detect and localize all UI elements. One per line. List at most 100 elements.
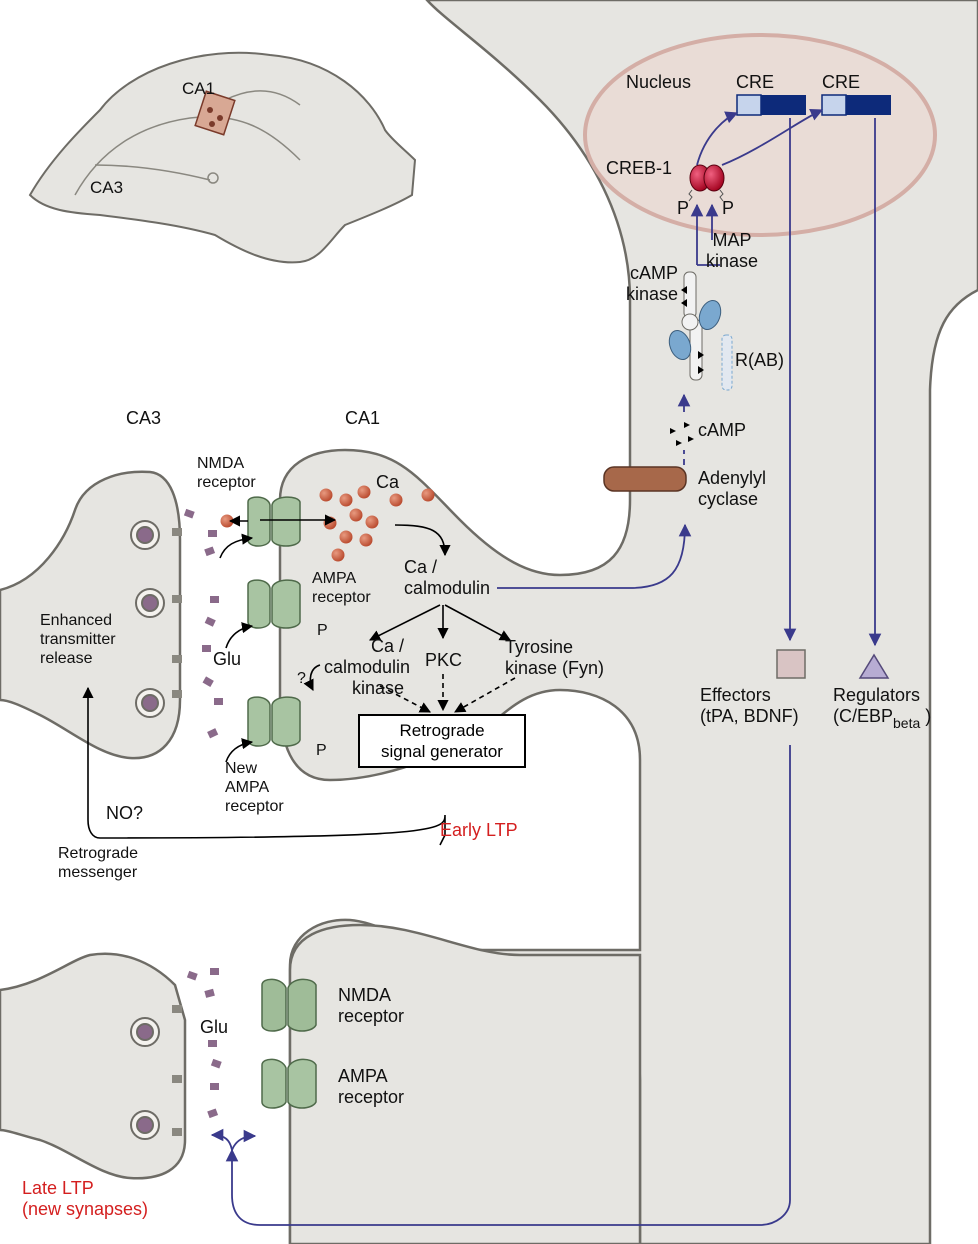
- cre-element-2: [821, 94, 891, 116]
- new-ampa-line1: New: [225, 760, 258, 777]
- new-ampa-line3: receptor: [225, 797, 284, 815]
- retrograde-signal-generator: Retrograde signal generator: [358, 714, 526, 768]
- cre-label-1: CRE: [736, 72, 775, 92]
- nucleus: [583, 33, 937, 237]
- nmda-receptor-upper: [247, 496, 301, 547]
- dashed-arrows: [379, 674, 516, 713]
- cre-element-1: [736, 94, 806, 116]
- tyrosine-line2: kinase (Fyn): [505, 658, 605, 679]
- new-ampa-label: New AMPA receptor: [225, 760, 284, 817]
- retrograde-box-line2: signal generator: [381, 742, 503, 762]
- vesicles-lower: [130, 1017, 160, 1140]
- nmda-lower-line2: receptor: [338, 1006, 405, 1027]
- enhanced-line1: Enhanced: [40, 612, 113, 629]
- ca-calmodulin-line1: Ca /: [404, 557, 438, 577]
- map-kinase-line2: kinase: [706, 251, 759, 272]
- ampa-phospho-label: P: [317, 622, 328, 639]
- late-ltp-line2: (new synapses): [22, 1199, 149, 1220]
- cre-label-2: CRE: [822, 72, 861, 92]
- phospho-label-right: P: [722, 198, 735, 218]
- ampa-receptor-lower-label: AMPA receptor: [338, 1066, 404, 1108]
- ampa-line1: AMPA: [312, 570, 357, 587]
- adenylyl-line1: Adenylyl: [698, 468, 767, 488]
- ampa-lower-line1: AMPA: [338, 1066, 388, 1086]
- effectors-square: [776, 649, 806, 679]
- glu-label-top: Glu: [213, 649, 242, 669]
- brain-label-ca1: CA1: [182, 79, 216, 98]
- glutamate-particles: [183, 508, 223, 1119]
- ca-calmodulin-label: Ca / calmodulin: [404, 557, 490, 599]
- blue-pathway-arrows: [210, 108, 882, 1226]
- active-zones: [172, 528, 182, 1136]
- ca1-slice-marker: [194, 90, 236, 136]
- regulators-line1: Regulators: [833, 685, 921, 705]
- retro-msg-line1: Retrograde: [58, 845, 139, 862]
- enhanced-line3: release: [40, 649, 93, 667]
- label-ca1: CA1: [345, 408, 381, 428]
- new-ampa-line2: AMPA: [225, 778, 270, 796]
- camkii-line2: calmodulin: [324, 657, 411, 678]
- regulators-triangle: [858, 653, 890, 679]
- new-ampa-receptor: [247, 696, 301, 747]
- nmda-receptor-label: NMDA receptor: [197, 455, 256, 493]
- creb1-dimer: [688, 164, 725, 202]
- nmda-lower-line1: NMDA: [338, 985, 391, 1005]
- nmda-line1: NMDA: [197, 455, 245, 472]
- enhanced-release-label: Enhanced transmitter release: [40, 612, 116, 669]
- question-mark: ?: [297, 670, 306, 687]
- effectors-label: Effectors (tPA, BDNF): [700, 685, 799, 727]
- camp-kinase-line2: kinase: [625, 284, 678, 305]
- ampa-line2: receptor: [312, 588, 371, 606]
- retro-msg-line2: messenger: [58, 863, 138, 881]
- ampa-receptor-label: AMPA receptor: [312, 570, 371, 608]
- lower-ca1-spine: [288, 923, 642, 1244]
- late-ltp-label: Late LTP (new synapses): [22, 1178, 148, 1220]
- brain-label-ca3: CA3: [90, 178, 124, 197]
- nmda-line2: receptor: [197, 473, 256, 491]
- tyrosine-kinase-label: Tyrosine kinase (Fyn): [505, 637, 604, 679]
- ca3-terminal-lower: [0, 952, 187, 1180]
- late-ltp-line1: Late LTP: [22, 1178, 94, 1198]
- pkc-label: PKC: [425, 650, 463, 670]
- regulators-subscript: beta: [893, 715, 921, 732]
- vesicles-upper: [130, 520, 165, 718]
- adenylyl-line2: cyclase: [698, 489, 759, 510]
- ampa-receptor-upper: [247, 579, 301, 629]
- ampa-lower-line2: receptor: [338, 1087, 405, 1108]
- tyrosine-line1: Tyrosine: [505, 637, 574, 657]
- retrograde-box-line1: Retrograde: [399, 721, 485, 740]
- new-ampa-phospho-label: P: [316, 742, 327, 759]
- camp-molecules: [670, 422, 694, 446]
- creb1-label: CREB-1: [606, 158, 673, 178]
- rab-label: R(AB): [735, 350, 784, 370]
- early-ltp-label: Early LTP: [440, 820, 518, 840]
- nmda-receptor-lower-label: NMDA receptor: [338, 985, 404, 1027]
- ca-label: Ca: [376, 472, 400, 492]
- retrograde-messenger-label: Retrograde messenger: [58, 845, 138, 883]
- no-label: NO?: [106, 803, 144, 823]
- camkii-line3: kinase: [351, 678, 404, 699]
- black-arrows: [82, 514, 511, 846]
- ca-calmodulin-line2: calmodulin: [404, 578, 491, 599]
- map-kinase-line1: MAP: [712, 230, 752, 250]
- phospho-label-left: P: [677, 198, 690, 218]
- regulators-line2: (C/EBP: [833, 706, 894, 727]
- glu-label-bottom: Glu: [200, 1017, 229, 1037]
- brain-inset: [28, 51, 417, 264]
- map-kinase-label: MAP kinase: [706, 230, 758, 272]
- camp-kinase-complex: [668, 271, 733, 391]
- camp-label: cAMP: [698, 420, 747, 440]
- nucleus-label: Nucleus: [626, 72, 692, 92]
- camkii-line1: Ca /: [370, 636, 404, 656]
- camp-kinase-label: cAMP kinase: [606, 263, 678, 305]
- effectors-line2: (tPA, BDNF): [700, 706, 799, 727]
- regulators-label: Regulators (C/EBPbeta ): [833, 685, 931, 732]
- regulators-close: ): [920, 706, 932, 727]
- adenylyl-cyclase-label: Adenylyl cyclase: [698, 468, 766, 510]
- nmda-receptor-lower: [261, 978, 317, 1032]
- adenylyl-cyclase: [603, 466, 687, 492]
- camp-kinase-line1: cAMP: [629, 263, 678, 283]
- effectors-line1: Effectors: [700, 685, 771, 705]
